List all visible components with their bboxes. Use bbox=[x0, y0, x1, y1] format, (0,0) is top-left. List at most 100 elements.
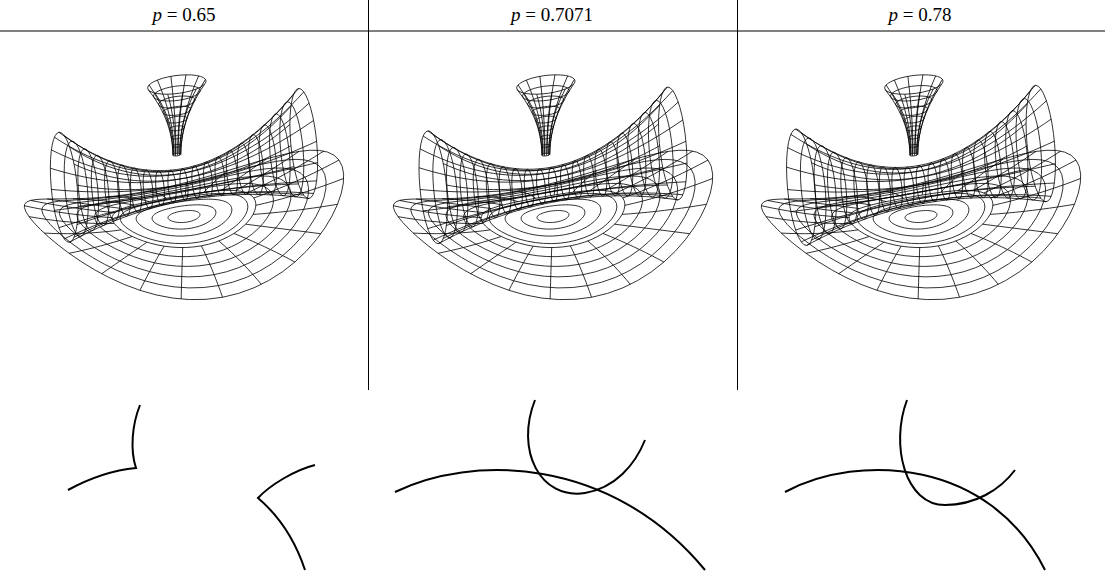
surface-mesh bbox=[761, 75, 1080, 300]
mesh-line bbox=[428, 185, 668, 229]
section-curves bbox=[68, 400, 1045, 570]
mesh-line bbox=[812, 119, 1052, 180]
mesh-line bbox=[796, 186, 1036, 230]
mesh-line bbox=[885, 75, 943, 94]
mesh-line bbox=[140, 246, 164, 290]
mesh-line bbox=[181, 248, 183, 299]
mesh-line bbox=[791, 168, 1031, 212]
column-header: p = 0.7071 bbox=[368, 3, 736, 29]
mesh-line bbox=[171, 76, 176, 153]
column-header: p = 0.65 bbox=[0, 3, 368, 29]
mesh-line bbox=[832, 183, 1011, 256]
mesh-line bbox=[439, 196, 679, 244]
mesh-line bbox=[219, 241, 262, 284]
mesh-line bbox=[51, 146, 291, 192]
mesh-line bbox=[447, 163, 687, 207]
mesh-line bbox=[857, 193, 985, 243]
mesh-line bbox=[201, 246, 222, 297]
mesh-line bbox=[788, 146, 1028, 192]
surface-meshes bbox=[24, 75, 1080, 300]
mesh-line bbox=[526, 80, 543, 154]
mesh-line bbox=[77, 181, 317, 225]
mesh-line bbox=[849, 190, 993, 247]
mesh-line bbox=[145, 191, 166, 198]
mesh-line bbox=[393, 150, 712, 299]
mesh-line bbox=[796, 85, 1036, 167]
mesh-line bbox=[615, 224, 690, 234]
arc-curve bbox=[785, 470, 1045, 570]
mesh-line bbox=[433, 91, 673, 171]
mesh-line bbox=[517, 75, 575, 94]
mesh-line bbox=[446, 182, 686, 226]
mesh-line bbox=[70, 103, 310, 175]
mesh-line bbox=[815, 183, 1055, 227]
mesh-line bbox=[622, 204, 706, 214]
mesh-line bbox=[102, 242, 147, 274]
column-rule bbox=[368, 0, 369, 390]
mesh-line bbox=[956, 241, 999, 284]
surface-mesh bbox=[393, 75, 712, 300]
mesh-line bbox=[509, 246, 533, 290]
column-header: p = 0.78 bbox=[736, 3, 1104, 29]
mesh-line bbox=[766, 217, 851, 224]
mesh-line bbox=[918, 248, 920, 299]
mesh-line bbox=[588, 241, 631, 284]
cusp-curve bbox=[258, 465, 315, 570]
mesh-line bbox=[894, 80, 911, 154]
mesh-line bbox=[537, 211, 569, 223]
mesh-line bbox=[761, 150, 1080, 299]
mesh-line bbox=[938, 246, 959, 297]
mesh-line bbox=[815, 141, 1055, 189]
mesh-line bbox=[157, 80, 174, 154]
mesh-line bbox=[505, 199, 601, 236]
arc-curve bbox=[900, 400, 1015, 505]
mesh-line bbox=[247, 151, 324, 193]
mesh-line bbox=[917, 76, 936, 154]
column-rule bbox=[737, 0, 738, 390]
mesh-line bbox=[148, 90, 173, 156]
cusp-curve bbox=[68, 405, 140, 490]
mesh-line bbox=[787, 123, 1027, 181]
mesh-line bbox=[471, 242, 516, 274]
mesh-line bbox=[886, 85, 910, 155]
mesh-line bbox=[168, 211, 200, 223]
mesh-line bbox=[148, 75, 206, 94]
mesh-line bbox=[64, 92, 304, 172]
mesh-line bbox=[152, 205, 216, 229]
mesh-line bbox=[549, 76, 568, 154]
header-rule bbox=[0, 31, 1105, 32]
mesh-line bbox=[420, 105, 660, 175]
mesh-line bbox=[908, 76, 913, 153]
mesh-line bbox=[47, 199, 122, 209]
mesh-line bbox=[149, 85, 173, 155]
mesh-line bbox=[983, 224, 1058, 234]
mesh-line bbox=[550, 248, 552, 299]
mesh-line bbox=[540, 76, 545, 153]
mesh-line bbox=[54, 167, 294, 211]
mesh-line bbox=[877, 246, 901, 290]
mesh-line bbox=[603, 233, 664, 262]
mesh-line bbox=[812, 195, 1052, 241]
mesh-line bbox=[51, 106, 291, 176]
mesh-line bbox=[807, 198, 1047, 246]
mesh-line bbox=[517, 90, 542, 156]
mesh-line bbox=[136, 199, 232, 236]
mesh-line bbox=[971, 233, 1032, 262]
mesh-line bbox=[990, 204, 1074, 214]
mesh-line bbox=[570, 246, 591, 297]
mesh-line bbox=[443, 193, 683, 239]
mesh-line bbox=[74, 192, 314, 238]
mesh-line bbox=[420, 146, 660, 192]
mesh-line bbox=[481, 190, 625, 247]
mesh-line bbox=[941, 170, 965, 192]
mesh-line bbox=[246, 224, 321, 234]
mesh-line bbox=[521, 205, 585, 229]
mesh-line bbox=[70, 194, 310, 242]
mesh-line bbox=[428, 87, 668, 169]
mesh-line bbox=[59, 184, 299, 228]
mesh-line bbox=[180, 76, 199, 154]
table-rules bbox=[0, 0, 1105, 390]
surface-mesh bbox=[24, 75, 343, 300]
mesh-line bbox=[69, 236, 132, 253]
mesh-line bbox=[885, 90, 910, 156]
